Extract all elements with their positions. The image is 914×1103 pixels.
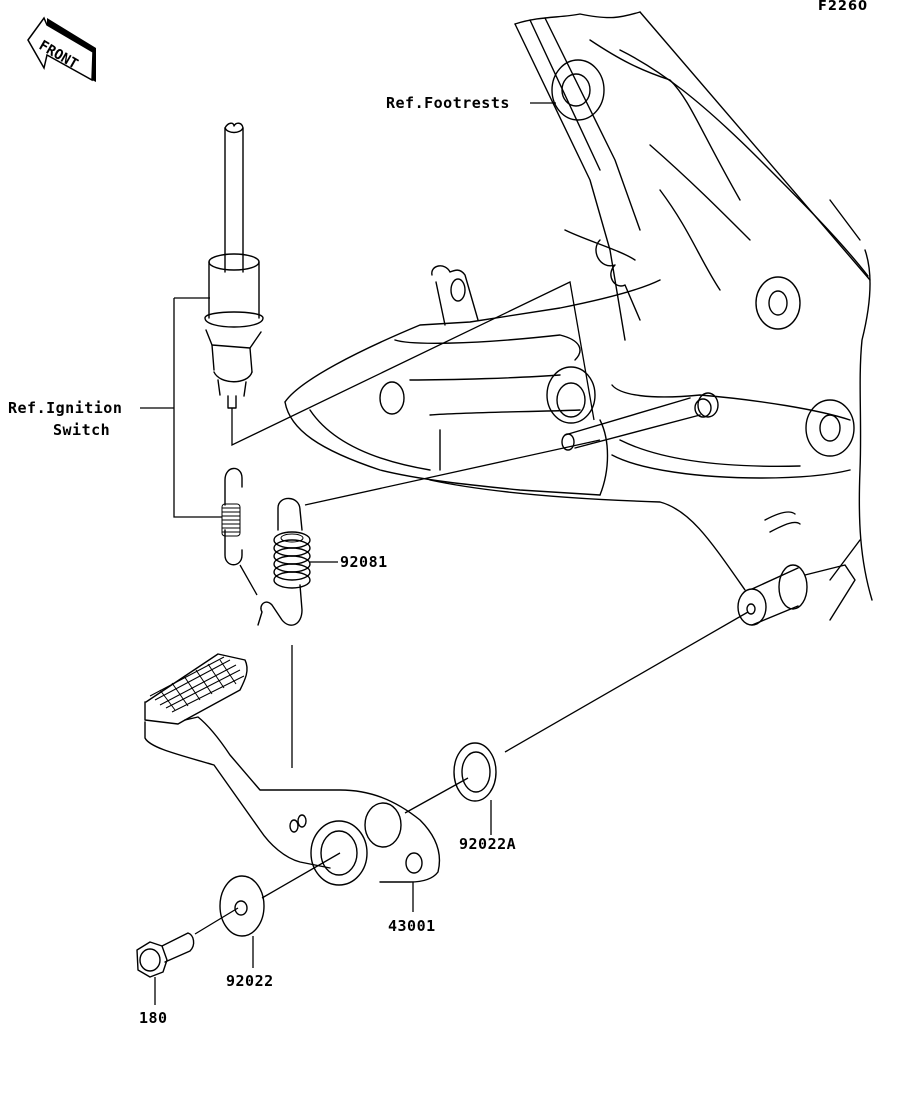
figure-code: F2260 xyxy=(818,0,868,14)
ref-ignition-leader xyxy=(140,297,222,518)
footrest-bracket-drawing xyxy=(284,11,873,626)
bolt-180-drawing xyxy=(136,932,195,1005)
part-number-43001[interactable]: 43001 xyxy=(388,917,436,935)
ignition-switch-drawing xyxy=(204,122,595,447)
part-number-92022a[interactable]: 92022A xyxy=(459,835,516,853)
brake-pedal-drawing xyxy=(144,653,469,912)
washer-92022-drawing xyxy=(194,875,265,968)
part-number-180[interactable]: 180 xyxy=(139,1009,168,1027)
ref-ignition-label-line2[interactable]: Switch xyxy=(53,421,110,439)
spring-92081-drawing xyxy=(257,439,601,768)
part-number-92022[interactable]: 92022 xyxy=(226,972,274,990)
switch-spring-drawing xyxy=(221,467,258,596)
washer-92022a-drawing xyxy=(453,611,749,835)
front-arrow-icon: FRONT xyxy=(27,16,96,82)
part-number-92081[interactable]: 92081 xyxy=(340,553,388,571)
ref-footrests-label[interactable]: Ref.Footrests xyxy=(386,94,510,112)
ref-ignition-label-line1[interactable]: Ref.Ignition xyxy=(8,399,122,417)
